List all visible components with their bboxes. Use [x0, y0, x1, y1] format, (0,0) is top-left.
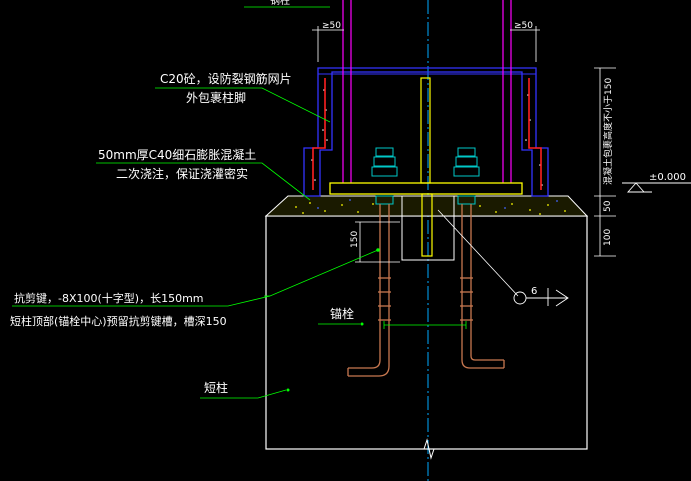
grout-layer	[264, 195, 589, 217]
right-bolt-nuts	[453, 147, 480, 205]
rebar-left	[312, 78, 326, 190]
grout-speckles	[295, 202, 566, 215]
shear-key-label-1: 抗剪键，-8X100(十字型)，长150mm	[14, 291, 204, 305]
left-bolt-nuts	[371, 147, 398, 205]
right-dim-chain	[594, 67, 616, 257]
shear-key-dim	[355, 221, 400, 263]
encasement-top	[317, 67, 537, 75]
steel-column	[342, 0, 512, 183]
elevation-triangle-icon	[622, 182, 691, 193]
shear-key-dim-text: 150	[350, 231, 360, 248]
break-line-icon	[410, 438, 448, 460]
shear-key-label-2: 短柱顶部(锚栓中心)预留抗剪键槽，槽深150	[10, 314, 227, 328]
short-column-label: 短柱	[204, 380, 228, 395]
section-number: 6	[531, 286, 537, 297]
column-top-label: 钢柱	[270, 0, 290, 7]
vertical-dim-text: 混凝土包裹高度不小于150	[602, 78, 614, 185]
cover-dim-left	[312, 26, 344, 62]
shear-key-pocket	[401, 195, 455, 261]
anchor-bolt-label: 锚栓	[330, 306, 354, 321]
embed-dim-text: 100	[603, 229, 613, 246]
shear-key	[421, 193, 433, 257]
grout-label-2: 二次浇注，保证浇灌密实	[116, 166, 248, 181]
cover-dim-right	[510, 26, 540, 62]
encasement-outline	[303, 67, 549, 197]
cover-dim-left-text: ≥50	[322, 21, 341, 31]
grout-label-1: 50mm厚C40细石膨胀混凝土	[98, 147, 256, 162]
anchor-bolt-right	[460, 204, 505, 369]
grout-dim-text: 50	[603, 200, 613, 212]
encasement-label-1: C20砼，设防裂钢筋网片	[160, 71, 292, 86]
encasement-label-2: 外包裹柱脚	[186, 90, 246, 105]
elevation-label: ±0.000	[649, 172, 686, 183]
bolt-spacing-dim	[383, 321, 467, 329]
anchor-bolt-left	[347, 204, 391, 377]
rebar-right	[528, 78, 542, 190]
leaders	[12, 87, 379, 399]
section-circle-icon	[513, 288, 569, 307]
cover-dim-right-text: ≥50	[514, 21, 533, 31]
